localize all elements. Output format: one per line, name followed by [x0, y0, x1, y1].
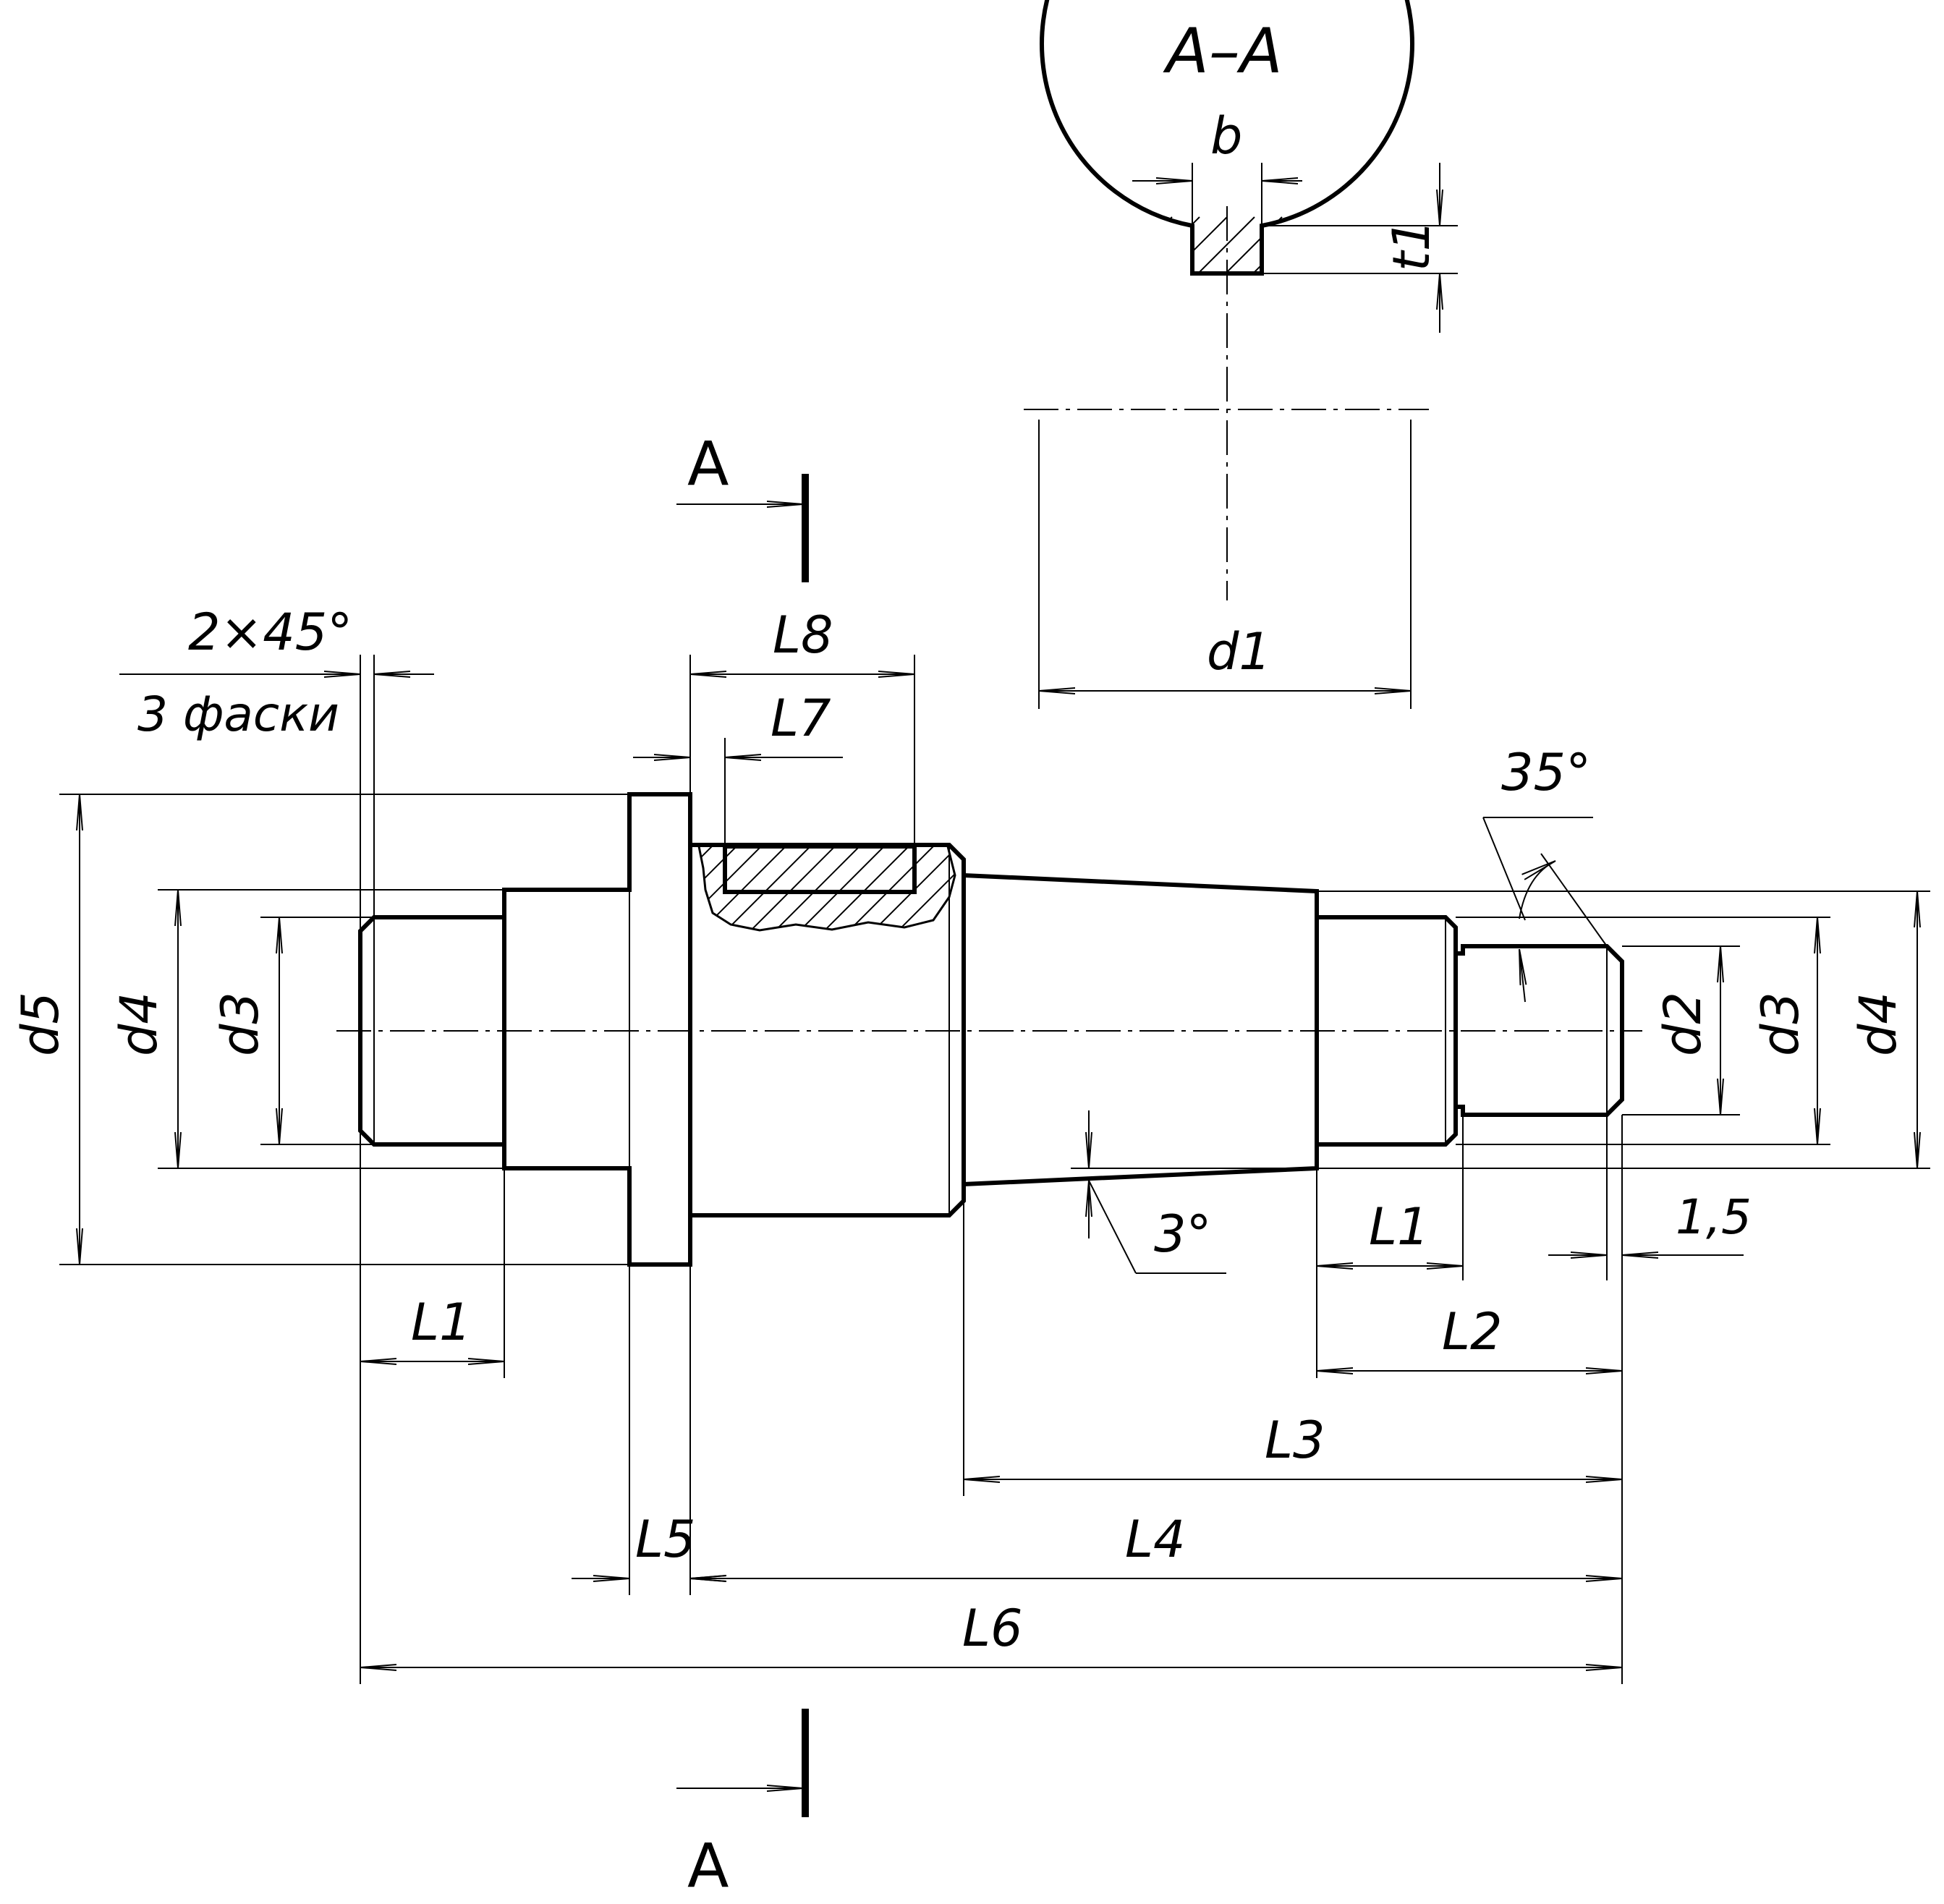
section-hatch-line: [1042, 216, 1173, 274]
length-dimensions: 2×45° 3 фаски L8 L7 L1 L1 1,5 L2 L3 L5 L…: [119, 603, 1752, 1667]
section-view: A–A b t1 d1: [651, 0, 1458, 709]
extension-lines: [59, 655, 1930, 1684]
thread-angle-extension: [1540, 853, 1608, 947]
section-title: A–A: [1163, 15, 1283, 88]
cut-marker-bottom: A: [676, 1709, 809, 1901]
l5-label: L5: [635, 1510, 696, 1569]
thread-angle-arc: [1519, 861, 1555, 919]
threaded-end: [1456, 944, 1624, 1117]
d2-label: d2: [1653, 992, 1712, 1056]
d1-label: d1: [1207, 622, 1271, 681]
d5-label: d5: [11, 992, 70, 1056]
keyway-hatch-line: [888, 846, 955, 930]
keyway: [723, 844, 917, 894]
taper-angle-label: 3°: [1154, 1204, 1212, 1264]
l6-label: L6: [962, 1599, 1023, 1658]
taper-angle-slant: [1088, 1180, 1137, 1274]
l1-right-label: L1: [1369, 1197, 1430, 1257]
thread-angle-label: 35°: [1501, 743, 1591, 802]
d3-right-label: d3: [1751, 992, 1810, 1056]
shaft-main-view: [336, 792, 1642, 1267]
section-hatch-line: [1338, 216, 1412, 274]
keyway-hatch-line: [962, 839, 1064, 940]
tapered-section: [963, 873, 1319, 1186]
l8-label: L8: [773, 605, 833, 665]
l1-left-label: L1: [411, 1293, 472, 1352]
t1-label: t1: [1382, 219, 1441, 271]
cut-label-bottom: A: [687, 1830, 729, 1901]
section-hatch-line: [1042, 216, 1063, 274]
b-label: b: [1210, 106, 1242, 166]
angle-dimensions: 35° 3°: [1071, 743, 1608, 1274]
section-hatch-line: [651, 217, 1035, 600]
groove-label: 1,5: [1676, 1189, 1752, 1245]
l7-label: L7: [771, 689, 831, 748]
l4-label: L4: [1125, 1510, 1186, 1569]
section-hatch-line: [1042, 216, 1118, 274]
chamfer-note-label: 3 фаски: [137, 687, 339, 742]
cut-label-top: A: [687, 428, 729, 499]
keyway-hatch-line: [937, 846, 955, 930]
d3-left-label: d3: [211, 992, 270, 1056]
thread-angle-slant: [1482, 817, 1526, 921]
keyway-hatch-line: [699, 846, 769, 930]
cut-marker-top: A: [676, 428, 809, 582]
left-step: [502, 792, 692, 1267]
l3-label: L3: [1265, 1411, 1325, 1470]
d4-right-label: d4: [1849, 992, 1908, 1056]
d4-left-label: d4: [109, 992, 169, 1056]
thread-angle-arrow-down: [1519, 949, 1525, 1003]
chamfer-size-label: 2×45°: [188, 603, 352, 662]
l2-label: L2: [1442, 1302, 1503, 1361]
section-hatch-line: [1283, 216, 1412, 274]
diameter-dimensions: d5 d4 d3 d2 d3 d4: [11, 794, 1917, 1265]
right-journal: [1317, 915, 1458, 1147]
keyway-hatch-line: [699, 846, 720, 930]
keyway-break-line: [697, 846, 956, 932]
shaft-section-outline: [1040, 0, 1414, 276]
section-hatch-line: [1393, 216, 1412, 274]
